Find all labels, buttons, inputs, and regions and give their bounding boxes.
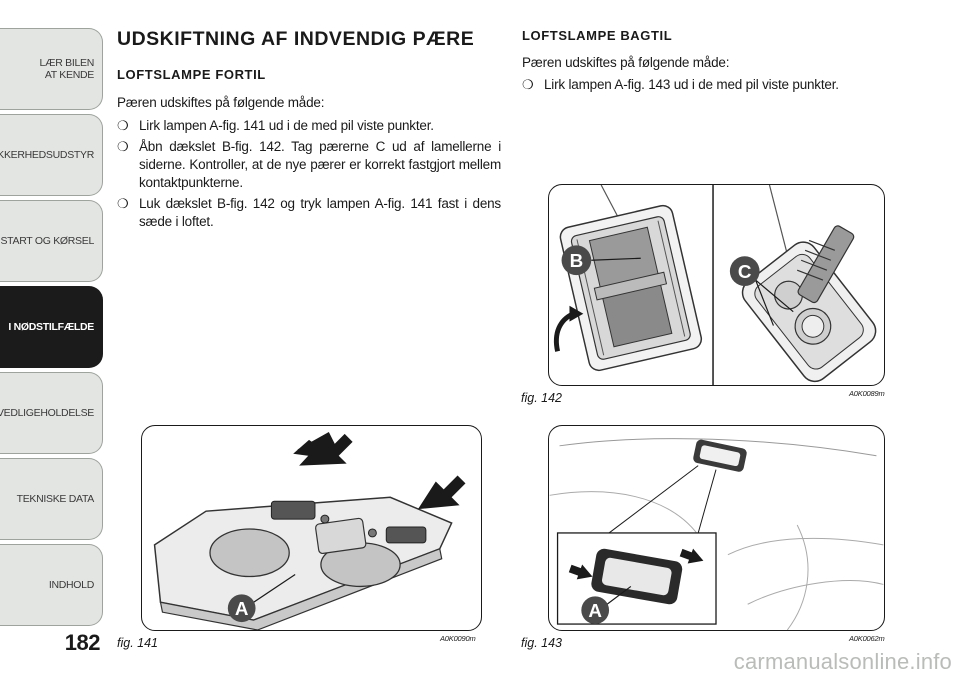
tab-sikkerhedsudstyr[interactable]: SIKKERHEDSUDSTYR	[0, 114, 103, 196]
figure-141: A	[141, 425, 482, 631]
list-item: ❍Luk dækslet B-fig. 142 og tryk lampen A…	[117, 196, 501, 229]
fig-141-caption: fig. 141	[117, 636, 159, 650]
arrow-right-icon	[679, 548, 704, 564]
front-intro: Pæren udskiftes på følgende måde:	[117, 95, 325, 110]
fig-141-code: A0K0090m	[440, 634, 476, 643]
rear-intro: Pæren udskiftes på følgende måde:	[522, 55, 730, 70]
fig-142-callout-c: C	[738, 261, 752, 282]
fig-142-illustration: B C	[553, 185, 877, 385]
watermark: carmanualsonline.info	[733, 649, 952, 674]
bullet-circle-icon: ❍	[522, 77, 534, 92]
page-number: 182	[64, 630, 101, 655]
arrow-left-icon	[299, 433, 353, 466]
arrow-left-icon	[568, 564, 593, 580]
section-heading-front: LOFTSLAMPE FORTIL	[117, 67, 266, 82]
tab-laer-bilen-at-kende[interactable]: LÆR BILEN AT KENDE	[0, 28, 103, 110]
tab-vedligeholdelse[interactable]: VEDLIGEHOLDELSE	[0, 372, 103, 454]
tab-i-nodstilfaelde[interactable]: I NØDSTILFÆLDE	[0, 286, 103, 368]
fig-143-callout-a: A	[588, 600, 602, 621]
tab-start-og-korsel[interactable]: START OG KØRSEL	[0, 200, 103, 282]
fig-141-callout-a: A	[235, 598, 249, 619]
fig-142-caption: fig. 142	[521, 391, 563, 405]
list-item: ❍Åbn dækslet B-fig. 142. Tag pærerne C u…	[117, 139, 501, 190]
fig-143-illustration: A	[549, 438, 884, 630]
page-title: UDSKIFTNING AF INDVENDIG PÆRE	[117, 28, 475, 50]
bullet-circle-icon: ❍	[117, 139, 129, 154]
fig-142-code: A0K0089m	[849, 389, 885, 398]
tab-tekniske-data[interactable]: TEKNISKE DATA	[0, 458, 103, 540]
fig-143-code: A0K0062m	[849, 634, 885, 643]
fig-141-illustration: A	[153, 431, 466, 630]
list-item: ❍Lirk lampen A-fig. 143 ud i de med pil …	[522, 77, 839, 92]
tab-indhold[interactable]: INDHOLD	[0, 544, 103, 626]
fig-142-callout-b: B	[570, 250, 584, 271]
list-item: ❍Lirk lampen A-fig. 141 ud i de med pil …	[117, 118, 434, 133]
section-heading-rear: LOFTSLAMPE BAGTIL	[522, 28, 673, 43]
rear-steps: ❍Lirk lampen A-fig. 143 ud i de med pil …	[522, 76, 892, 97]
bullet-circle-icon: ❍	[117, 118, 129, 133]
front-steps: ❍Lirk lampen A-fig. 141 ud i de med pil …	[117, 117, 501, 234]
fig-143-caption: fig. 143	[521, 636, 563, 650]
bullet-circle-icon: ❍	[117, 196, 129, 211]
figure-142: B C	[548, 184, 885, 386]
figure-143: A	[548, 425, 885, 631]
arrow-right-icon	[417, 475, 466, 510]
